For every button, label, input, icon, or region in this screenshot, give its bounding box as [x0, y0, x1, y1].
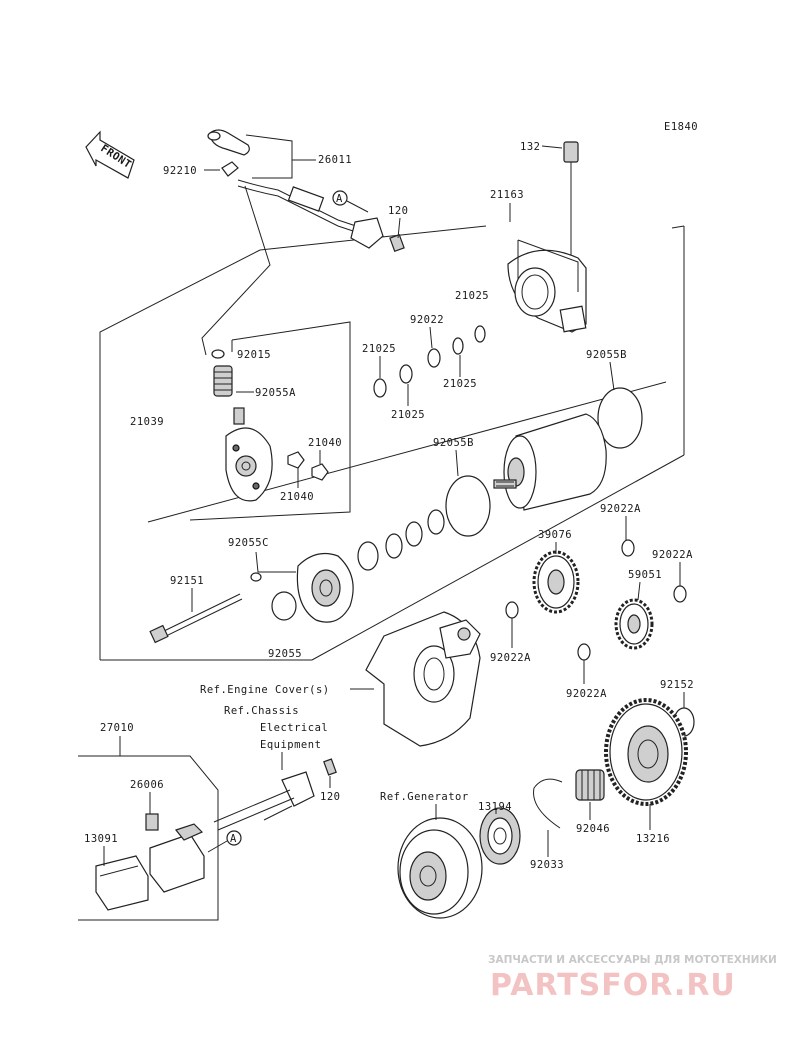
label-21039: 21039: [130, 416, 164, 428]
washer-92022a-4: [577, 643, 591, 661]
bearing-92046: [575, 769, 605, 801]
ref-equipment: Equipment: [260, 739, 321, 751]
ref-chassis: Ref.Chassis: [224, 705, 299, 717]
label-92022a-2: 92022A: [652, 549, 693, 561]
label-92055: 92055: [268, 648, 302, 660]
label-21163: 21163: [490, 189, 524, 201]
label-26011: 26011: [318, 154, 352, 166]
label-92055b-mid: 92055B: [433, 437, 474, 449]
label-92046: 92046: [576, 823, 610, 835]
svg-text:A: A: [336, 193, 343, 205]
label-21025-a: 21025: [455, 290, 489, 302]
gear-39076: [532, 550, 580, 614]
starter-motor-body: [493, 413, 607, 511]
washers-upper: [373, 325, 486, 398]
label-21025-b: 21025: [443, 378, 477, 390]
label-21025-d: 21025: [391, 409, 425, 421]
label-92152: 92152: [660, 679, 694, 691]
label-13194: 13194: [478, 801, 512, 813]
oring-92055b-top: [597, 387, 643, 449]
label-120-top: 120: [388, 205, 408, 217]
bolt-132: [563, 141, 579, 262]
label-92033: 92033: [530, 859, 564, 871]
starter-relay: [149, 823, 205, 893]
connector-a-bottom: A: [207, 830, 242, 853]
label-13091: 13091: [84, 833, 118, 845]
washers-lower: [357, 509, 445, 571]
watermark-subtitle: ЗАПЧАСТИ И АКСЕССУАРЫ ДЛЯ МОТОТЕХНИКИ: [488, 954, 777, 966]
watermark-brand: PARTSFOR.RU: [490, 968, 736, 1003]
bolt-92151: [149, 593, 243, 644]
label-92151: 92151: [170, 575, 204, 587]
front-arrow-icon: FRONT: [85, 130, 135, 179]
label-21025-c: 21025: [362, 343, 396, 355]
brushes-21040: [287, 451, 329, 481]
washer-92022a-2: [673, 585, 687, 603]
label-13216: 13216: [636, 833, 670, 845]
relay-cover-13091: [95, 855, 149, 911]
ref-engine-cover: Ref.Engine Cover(s): [200, 684, 330, 696]
label-59051: 59051: [628, 569, 662, 581]
connector-a-top: A: [332, 190, 369, 213]
starter-cable-26011: [201, 129, 405, 356]
engine-cover: [365, 611, 481, 747]
fuse-26006: [145, 813, 159, 831]
generator-rotor: [397, 817, 483, 919]
label-92015: 92015: [237, 349, 271, 361]
washer-92022a-1: [621, 539, 635, 557]
end-cover-21039: [211, 349, 273, 502]
label-92055c: 92055C: [228, 537, 269, 549]
svg-text:A: A: [230, 833, 237, 845]
gear-13216: [604, 698, 688, 806]
bracket-21163: [507, 249, 587, 333]
oring-92055b-mid: [445, 475, 491, 537]
label-39076: 39076: [538, 529, 572, 541]
ref-electrical: Electrical: [260, 722, 328, 734]
label-92055b-top: 92055B: [586, 349, 627, 361]
cable-bracket: [213, 758, 337, 831]
label-92022a-1: 92022A: [600, 503, 641, 515]
ref-generator: Ref.Generator: [380, 791, 469, 803]
label-21040-top: 21040: [308, 437, 342, 449]
washer-92022a-3: [505, 601, 519, 619]
label-92210: 92210: [163, 165, 197, 177]
front-cover: [296, 553, 354, 623]
label-132: 132: [520, 141, 540, 153]
oring-92055: [271, 591, 297, 621]
label-92022: 92022: [410, 314, 444, 326]
assembly-frame: [99, 225, 685, 661]
label-92022a-3: 92022A: [490, 652, 531, 664]
label-21040-bottom: 21040: [280, 491, 314, 503]
circlip-92033: [533, 778, 563, 829]
clutch-13194: [479, 807, 521, 865]
relay-frame: [78, 755, 219, 921]
label-27010: 27010: [100, 722, 134, 734]
gear-59051: [614, 598, 654, 650]
label-26006: 26006: [130, 779, 164, 791]
label-92022a-4: 92022A: [566, 688, 607, 700]
diagram-code: E1840: [664, 121, 698, 133]
label-120-bottom: 120: [320, 791, 340, 803]
label-92055a: 92055A: [255, 387, 296, 399]
